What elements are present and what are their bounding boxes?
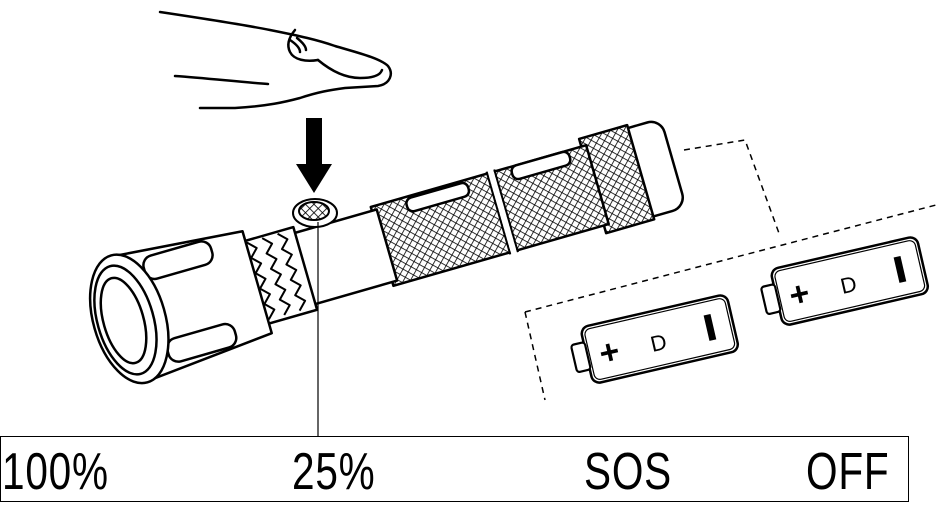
battery-callout xyxy=(524,139,936,401)
down-arrow-icon xyxy=(296,118,332,193)
finger-pressing-icon xyxy=(158,10,392,110)
battery-2-label: D xyxy=(838,271,859,299)
mode-25-percent: 25% xyxy=(292,443,376,501)
power-switch-button[interactable] xyxy=(292,198,338,228)
flashlight-icon xyxy=(88,120,684,385)
mode-sos: SOS xyxy=(584,443,673,501)
battery-1-label: D xyxy=(648,329,669,357)
mode-sequence-bar xyxy=(0,436,909,502)
battery-d-1: + D xyxy=(570,294,740,384)
mode-off: OFF xyxy=(806,443,890,501)
mode-100-percent: 100% xyxy=(2,443,109,501)
battery-d-2: + D xyxy=(760,236,930,326)
